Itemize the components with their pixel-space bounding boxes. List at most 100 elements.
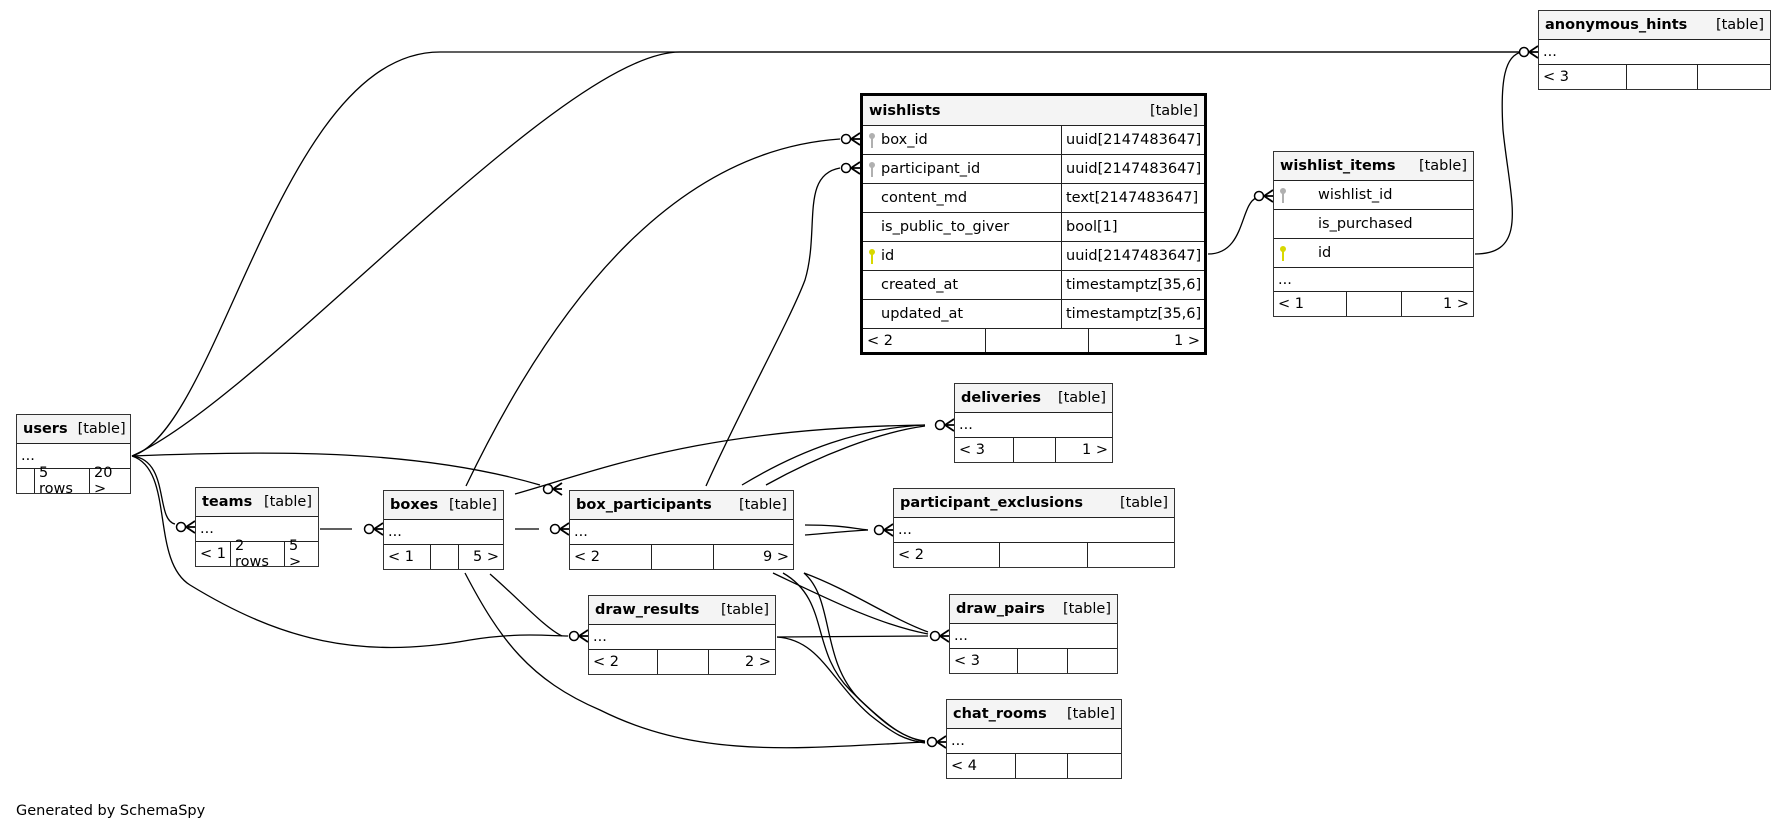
table-wishlists[interactable]: wishlists[table] box_id uuid[2147483647]… (860, 93, 1207, 355)
column-type: timestamptz[35,6] (1066, 306, 1202, 322)
parents-count[interactable]: < 1 (384, 545, 431, 569)
crowfoot-anonymous-hints (1518, 45, 1539, 59)
table-anonymous-hints[interactable]: anonymous_hints[table] ... < 3 (1538, 10, 1771, 90)
edge-box-participants-chat-rooms-2 (803, 572, 926, 743)
table-draw-pairs[interactable]: draw_pairs[table] ... < 3 (949, 594, 1118, 674)
columns-ellipsis: ... (200, 521, 214, 537)
children-count[interactable]: 2 > (745, 654, 771, 670)
primary-key-icon (1274, 244, 1318, 262)
edge-boxes-draw-results (489, 573, 563, 637)
edge-users-draw-results (131, 455, 569, 649)
edge-box-participants-draw-pairs-2 (803, 572, 929, 633)
primary-key-icon (863, 247, 881, 265)
parents-count[interactable]: < 2 (863, 329, 986, 352)
table-name: box_participants (576, 497, 712, 513)
edge-boxes-wishlists (465, 138, 841, 487)
edge-draw-results-draw-pairs (776, 635, 929, 638)
column-name: is_purchased (1318, 216, 1413, 232)
column-name: updated_at (881, 306, 964, 322)
children-count[interactable]: 1 > (1443, 296, 1469, 312)
children-count[interactable]: 5 > (289, 538, 302, 570)
parents-count[interactable]: < 3 (955, 438, 1014, 462)
foreign-key-icon (1274, 186, 1318, 204)
parents-count[interactable]: < 2 (894, 543, 1000, 567)
foreign-key-icon (863, 160, 881, 178)
column-row: participant_id uuid[2147483647] (863, 155, 1204, 184)
children-count[interactable]: 1 > (1174, 332, 1200, 349)
edge-box-participants-exclusions-1 (804, 524, 869, 531)
row-count (1347, 292, 1402, 316)
table-boxes[interactable]: boxes[table] ... < 1 5 > (383, 490, 504, 570)
column-row: id uuid[2147483647] (863, 242, 1204, 271)
table-deliveries[interactable]: deliveries[table] ... < 3 1 > (954, 383, 1113, 463)
column-row: created_at timestamptz[35,6] (863, 271, 1204, 300)
parents-count[interactable]: < 1 (1274, 292, 1347, 316)
edge-users-anonymous-hints-2 (131, 51, 1520, 457)
children-count[interactable] (1088, 543, 1174, 567)
edge-box-participants-chat-rooms-1 (782, 572, 926, 742)
edge-users-box-participants (131, 452, 541, 486)
edge-box-participants-wishlists (705, 167, 841, 487)
table-name: anonymous_hints (1545, 17, 1688, 33)
table-draw-results[interactable]: draw_results[table] ... < 2 2 > (588, 595, 776, 675)
row-count: 5 rows (35, 465, 90, 497)
edge-boxes-chat-rooms (464, 572, 926, 749)
children-count[interactable] (1068, 649, 1117, 673)
column-name: participant_id (881, 161, 981, 177)
children-count[interactable] (1698, 65, 1770, 89)
row-count (1000, 543, 1088, 567)
column-name: box_id (881, 132, 928, 148)
table-box-participants[interactable]: box_participants[table] ... < 2 9 > (569, 490, 794, 570)
children-count[interactable]: 1 > (1082, 442, 1108, 458)
column-name: created_at (881, 277, 959, 293)
parents-count[interactable]: < 2 (589, 650, 658, 674)
edge-box-participants-exclusions-2 (804, 529, 869, 536)
column-type: bool[1] (1066, 219, 1118, 235)
columns-ellipsis: ... (574, 524, 588, 540)
columns-ellipsis: ... (388, 524, 402, 540)
parents-count[interactable]: < 4 (947, 754, 1016, 778)
row-count: 2 rows (231, 538, 285, 570)
table-name: wishlists (869, 102, 941, 119)
table-wishlist-items[interactable]: wishlist_items[table] wishlist_id is_pur… (1273, 151, 1474, 317)
edge-wishlist-items-anonymous-hints (1474, 51, 1523, 255)
row-count (431, 545, 459, 569)
column-type: uuid[2147483647] (1066, 248, 1202, 264)
table-name: draw_results (595, 602, 700, 618)
table-kind: [table] (1119, 495, 1168, 511)
parents-count[interactable]: < 3 (950, 649, 1018, 673)
edge-draw-results-chat-rooms (776, 636, 926, 744)
parents-count[interactable]: < 1 (196, 542, 231, 566)
table-kind: [table] (720, 602, 769, 618)
table-kind: [table] (1057, 390, 1106, 406)
table-participant-exclusions[interactable]: participant_exclusions[table] ... < 2 (893, 488, 1175, 568)
parents-count[interactable]: < 2 (570, 545, 652, 569)
children-count[interactable]: 20 > (94, 465, 113, 497)
column-name: id (881, 248, 895, 264)
column-type: timestamptz[35,6] (1066, 277, 1202, 293)
table-chat-rooms[interactable]: chat_rooms[table] ... < 4 (946, 699, 1122, 779)
columns-ellipsis: ... (959, 417, 973, 433)
parents-count[interactable]: < 3 (1539, 65, 1627, 89)
columns-ellipsis: ... (21, 448, 35, 464)
column-row: box_id uuid[2147483647] (863, 126, 1204, 155)
table-users[interactable]: users[table] ... 5 rows 20 > (16, 414, 131, 497)
crowfoot-teams (175, 520, 196, 534)
table-name: teams (202, 494, 253, 510)
columns-ellipsis: ... (1543, 44, 1557, 60)
children-count[interactable]: 5 > (473, 549, 499, 565)
children-count[interactable] (1068, 754, 1121, 778)
column-name: id (1318, 245, 1332, 261)
column-row: content_md text[2147483647] (863, 184, 1204, 213)
column-name: content_md (881, 190, 968, 206)
children-count[interactable]: 9 > (763, 549, 789, 565)
table-teams[interactable]: teams[table] ... < 1 2 rows 5 > (195, 487, 319, 570)
crowfoot-wishlists-participant-id (840, 161, 861, 175)
table-kind: [table] (448, 497, 497, 513)
column-row: is_public_to_giver bool[1] (863, 213, 1204, 242)
parents-count[interactable] (17, 469, 35, 493)
row-count (652, 545, 714, 569)
crowfoot-chat-rooms (926, 735, 947, 749)
edge-box-participants-deliveries-1 (741, 424, 926, 486)
